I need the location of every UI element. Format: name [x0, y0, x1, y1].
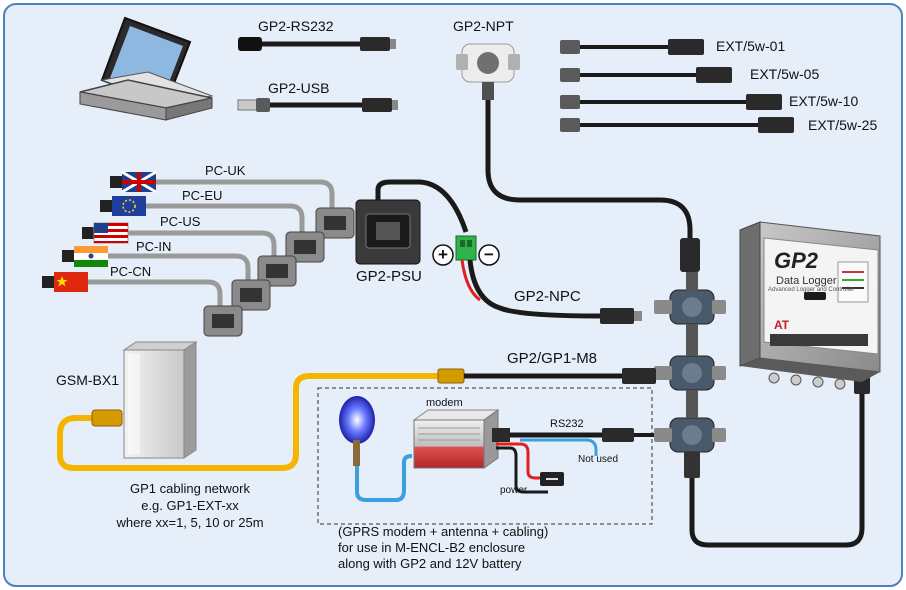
- ext-cable-10-label: EXT/5w-10: [789, 93, 859, 109]
- power-cord-eu-label: PC-EU: [182, 188, 223, 203]
- ext-cable-25-label: EXT/5w-25: [808, 117, 878, 133]
- logger-maker-label: AT: [774, 318, 790, 332]
- data-logger-icon: [739, 221, 881, 390]
- modem-power-black-wire: [496, 446, 548, 494]
- gprs-note-line-1: (GPRS modem + antenna + cabling): [338, 524, 549, 539]
- antenna-cable: [355, 454, 413, 502]
- rs232-modem-label: RS232: [550, 418, 584, 430]
- tee-connector-1-icon: [654, 272, 726, 325]
- gsm-box-icon: [122, 341, 198, 459]
- npt-tee-icon: [456, 43, 520, 100]
- rs232-cable-label: GP2-RS232: [258, 18, 334, 34]
- power-cord-uk-icon: [110, 170, 355, 239]
- ext-cable-05-icon: [560, 67, 732, 83]
- plus-terminal-label: +: [438, 245, 448, 264]
- gprs-note-line-3: along with GP2 and 12V battery: [338, 556, 522, 571]
- modem-enclosure-frame: [317, 387, 653, 525]
- power-cord-cn-label: PC-CN: [110, 264, 152, 279]
- antenna-icon: [339, 396, 375, 466]
- gp1-network-note: GP1 cabling network e.g. GP1-EXT-xx wher…: [80, 480, 300, 531]
- power-cord-us-icon: [82, 222, 297, 287]
- logger-cable: [689, 380, 865, 548]
- not-used-label: Not used: [578, 454, 619, 465]
- power-cord-uk-label: PC-UK: [205, 163, 246, 178]
- gp1-network-line-3: where xx=1, 5, 10 or 25m: [116, 515, 264, 530]
- power-cord-us-label: PC-US: [160, 214, 201, 229]
- gsm-box-label: GSM-BX1: [56, 372, 120, 388]
- npt-tee-label: GP2-NPT: [453, 18, 514, 34]
- minus-terminal-label: −: [484, 245, 494, 264]
- rs232-cable-icon: [238, 37, 396, 51]
- minus-terminal-icon: [478, 244, 500, 266]
- modem-power-red-wire: [496, 442, 548, 480]
- power-cord-cn-icon: [42, 272, 243, 337]
- psu-icon: [355, 199, 421, 265]
- logger-title-label: Data Logger: [776, 275, 837, 287]
- modem-icon: [412, 409, 500, 469]
- gprs-note: (GPRS modem + antenna + cabling) for use…: [338, 524, 598, 572]
- npt-cable: [485, 100, 693, 250]
- power-label: power: [500, 485, 528, 496]
- laptop-icon: [79, 16, 214, 121]
- tee-connector-3-icon: [654, 390, 726, 478]
- ext-cable-05-label: EXT/5w-05: [750, 66, 820, 82]
- usb-cable-icon: [237, 98, 398, 112]
- npc-cable: [467, 259, 601, 319]
- gp1-network-line-1: GP1 cabling network: [130, 481, 250, 496]
- logger-subtitle-label: Advanced Logger and Controller: [768, 287, 855, 293]
- plus-terminal-icon: [432, 244, 454, 266]
- npc-red-wire: [460, 259, 481, 302]
- power-cord-eu-icon: [100, 196, 325, 263]
- ext-cable-10-icon: [560, 94, 782, 110]
- psu-label: GP2-PSU: [356, 268, 422, 285]
- psu-output-cable: [375, 179, 469, 233]
- fuse-icon: [540, 472, 564, 486]
- m8-cable-label: GP2/GP1-M8: [507, 350, 598, 367]
- usb-cable-label: GP2-USB: [268, 80, 330, 96]
- gp1-network-line-2: e.g. GP1-EXT-xx: [141, 498, 239, 513]
- power-cord-in-icon: [62, 246, 271, 311]
- not-used-blue-wire: [520, 438, 598, 456]
- modem-label: modem: [426, 397, 463, 409]
- ext-cable-01-label: EXT/5w-01: [716, 38, 786, 54]
- ext-cable-25-icon: [560, 117, 794, 133]
- terminal-block-icon: [455, 235, 477, 261]
- gp1-yellow-cable: [57, 373, 440, 471]
- npc-cable-label: GP2-NPC: [514, 288, 581, 305]
- ext-cable-01-icon: [560, 39, 704, 55]
- power-cord-in-label: PC-IN: [136, 239, 172, 254]
- gprs-note-line-2: for use in M-ENCL-B2 enclosure: [338, 540, 526, 555]
- logger-brand-label: GP2: [774, 248, 819, 273]
- tee-connector-2-icon: [654, 324, 726, 391]
